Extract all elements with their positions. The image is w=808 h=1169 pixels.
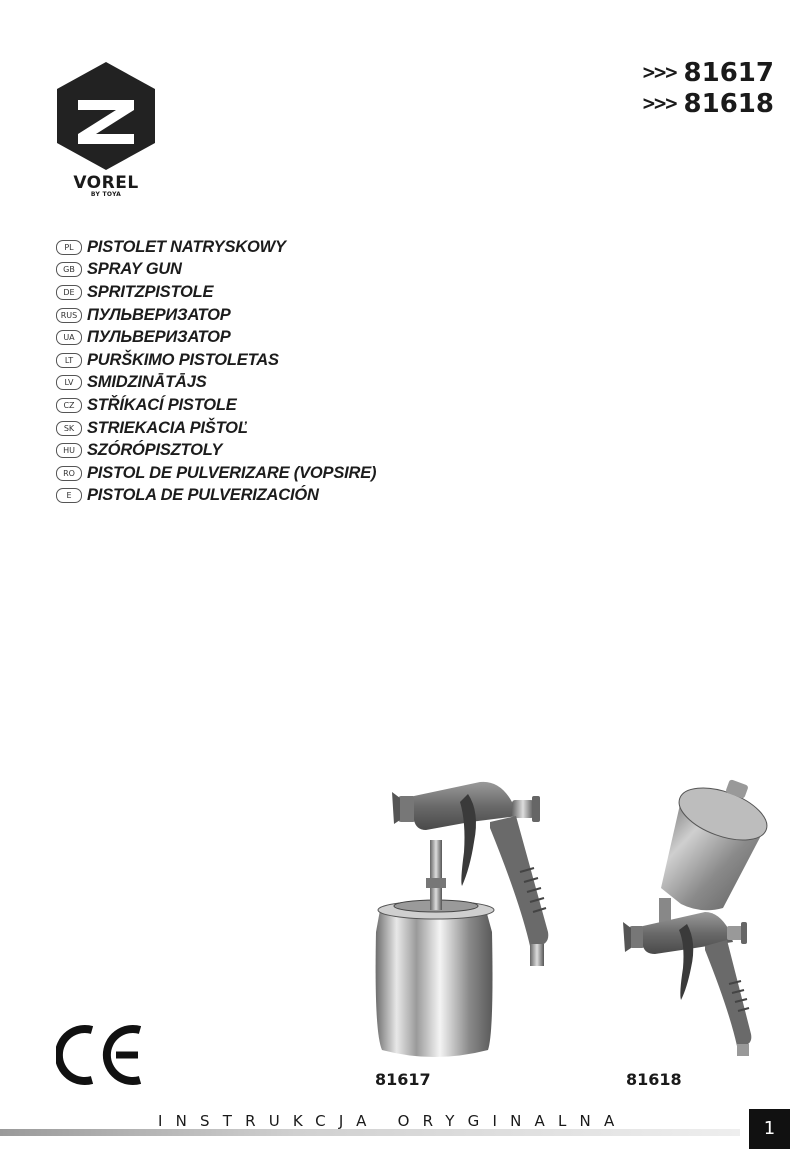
language-row: RUS ПУЛЬВЕРИЗАТОР bbox=[56, 304, 376, 327]
model-code: 81617 bbox=[683, 58, 774, 88]
language-title: PISTOL DE PULVERIZARE (VOPSIRE) bbox=[87, 463, 377, 482]
gravity-feed-spray-gun-image bbox=[623, 779, 768, 1056]
language-title: SPRITZPISTOLE bbox=[87, 282, 214, 301]
footer-bar bbox=[0, 1129, 740, 1136]
language-title: SMIDZINĀTĀJS bbox=[87, 373, 207, 392]
language-row: DE SPRITZPISTOLE bbox=[56, 281, 376, 304]
language-row: LT PURŠKIMO PISTOLETAS bbox=[56, 349, 376, 372]
model-line: >>> 81617 bbox=[642, 58, 774, 89]
chevron-icon: >>> bbox=[641, 92, 679, 115]
language-title: PISTOLA DE PULVERIZACIÓN bbox=[87, 486, 319, 505]
language-title: PISTOLET NATRYSKOWY bbox=[87, 237, 286, 256]
brand-subtitle: BY TOYA bbox=[90, 191, 122, 198]
language-code-badge: CZ bbox=[56, 397, 82, 413]
model-code: 81618 bbox=[683, 89, 774, 119]
language-code-badge: LV bbox=[56, 375, 82, 391]
language-row: PL PISTOLET NATRYSKOWY bbox=[56, 236, 376, 259]
language-code-badge: DE bbox=[56, 284, 82, 300]
language-title-list: PL PISTOLET NATRYSKOWY GB SPRAY GUN DE SPRI… bbox=[56, 236, 377, 508]
product-caption: 81618 bbox=[626, 1070, 682, 1089]
language-title: ПУЛЬВЕРИЗАТОР bbox=[87, 305, 231, 324]
vorel-hexagon-logo-icon bbox=[57, 62, 155, 170]
brand-logo: VOREL BY TOYA bbox=[54, 60, 158, 200]
language-code-badge: GB bbox=[56, 262, 82, 278]
brand-name: VOREL bbox=[73, 173, 139, 193]
language-row: HU SZÓRÓPISZTOLY bbox=[56, 439, 376, 462]
language-title: SZÓRÓPISZTOLY bbox=[87, 441, 223, 460]
model-numbers: >>> 81617 >>> 81618 bbox=[642, 58, 774, 120]
language-title: ПУЛЬВЕРИЗАТОР bbox=[87, 328, 231, 347]
page-number: 1 bbox=[749, 1109, 790, 1149]
suction-feed-spray-gun-image bbox=[375, 781, 549, 1057]
language-row: E PISTOLA DE PULVERIZACIÓN bbox=[56, 485, 376, 508]
language-code-badge: E bbox=[56, 488, 82, 504]
language-title: PURŠKIMO PISTOLETAS bbox=[87, 350, 279, 369]
language-row: GB SPRAY GUN bbox=[56, 259, 376, 282]
language-row: RO PISTOL DE PULVERIZARE (VOPSIRE) bbox=[56, 462, 377, 485]
language-row: SK STRIEKACIA PIŠTOĽ bbox=[56, 417, 376, 440]
language-title: STŘÍKACÍ PISTOLE bbox=[87, 395, 237, 414]
language-title: SPRAY GUN bbox=[87, 260, 182, 279]
language-code-badge: SK bbox=[56, 420, 82, 436]
language-code-badge: RO bbox=[56, 465, 82, 481]
language-row: CZ STŘÍKACÍ PISTOLE bbox=[56, 394, 376, 417]
language-title: STRIEKACIA PIŠTOĽ bbox=[87, 418, 248, 437]
language-code-badge: PL bbox=[56, 239, 82, 255]
language-row: LV SMIDZINĀTĀJS bbox=[56, 372, 376, 395]
language-row: UA ПУЛЬВЕРИЗАТОР bbox=[56, 326, 376, 349]
language-code-badge: LT bbox=[56, 352, 82, 368]
language-code-badge: HU bbox=[56, 443, 82, 459]
product-caption: 81617 bbox=[375, 1070, 431, 1089]
model-line: >>> 81618 bbox=[642, 89, 774, 120]
chevron-icon: >>> bbox=[641, 61, 679, 84]
language-code-badge: UA bbox=[56, 330, 82, 346]
language-code-badge: RUS bbox=[56, 307, 82, 323]
ce-mark-icon bbox=[56, 1025, 142, 1085]
footer-label: INSTRUKCJA ORYGINALNA bbox=[158, 1112, 628, 1130]
